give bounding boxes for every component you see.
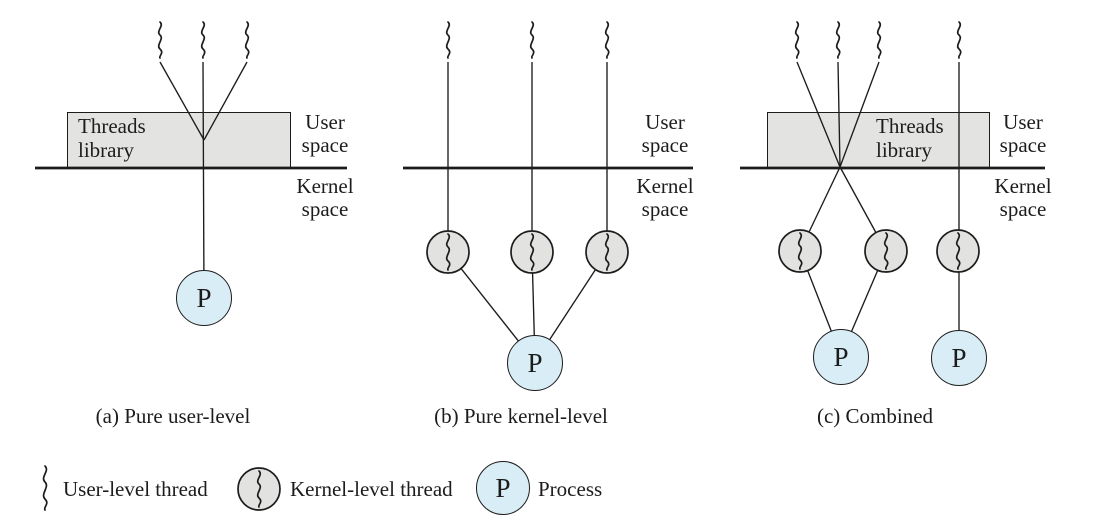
user-space-label-c: User space [999,110,1047,157]
process-icon: P [507,335,563,391]
user-space-label-a: User space [301,110,349,157]
user-level-thread-icon [529,21,535,59]
kernel-level-thread-icon [510,230,554,274]
user-level-thread-icon [244,21,250,59]
user-level-thread-icon [604,21,610,59]
kernel-level-thread-icon [237,467,281,511]
thread-mapping-line [202,61,205,298]
user-level-thread-icon [876,21,882,59]
kernel-level-thread-icon [778,229,822,273]
threads-library-label-c: Threads library [876,114,944,162]
user-level-thread-icon [956,21,962,59]
process-letter: P [495,472,511,503]
caption-panel-b: (b) Pure kernel-level [434,404,608,428]
process-letter: P [196,282,212,313]
user-level-thread-icon [200,21,206,59]
kernel-level-thread-icon [426,230,470,274]
kernel-space-label-b: Kernel space [636,174,694,221]
legend-label-process: Process [538,477,603,501]
user-level-thread-icon [835,21,841,59]
legend-label-kernel-level-thread: Kernel-level thread [290,477,453,501]
kernel-level-thread-icon [585,230,629,274]
thread-mapping-line [799,166,841,252]
process-icon: P [176,270,232,326]
kernel-space-label-a: Kernel space [296,174,354,221]
kernel-level-thread-icon [936,229,980,273]
process-icon: P [476,461,530,515]
threads-library-label-a: Threads library [78,114,146,162]
caption-panel-a: (a) Pure user-level [95,404,251,428]
user-space-label-b: User space [641,110,689,157]
user-level-thread-icon [794,21,800,59]
process-letter: P [527,347,543,378]
kernel-level-thread-icon [864,229,908,273]
thread-mapping-line [839,166,887,252]
process-letter: P [833,341,849,372]
process-icon: P [931,330,987,386]
caption-panel-c: (c) Combined [816,404,934,428]
user-level-thread-icon [42,465,48,511]
kernel-space-label-c: Kernel space [994,174,1052,221]
legend-label-user-level-thread: User-level thread [63,477,208,501]
process-letter: P [951,342,967,373]
user-level-thread-icon [445,21,451,59]
user-level-thread-icon [157,21,163,59]
process-icon: P [813,329,869,385]
